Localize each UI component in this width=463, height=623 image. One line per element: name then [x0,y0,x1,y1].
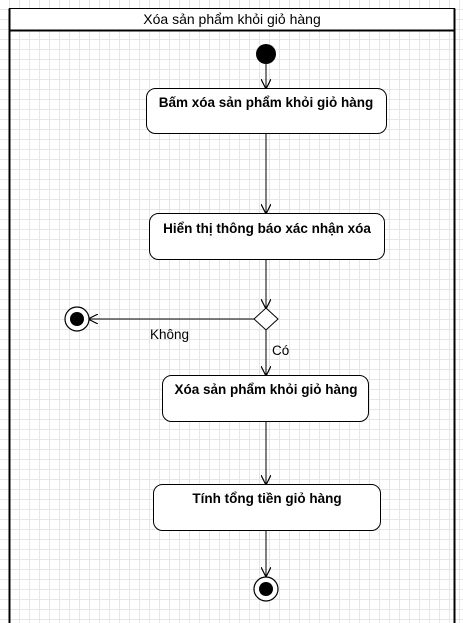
action-delete-product-label: Xóa sản phẩm khỏi giỏ hàng [174,382,357,397]
guard-no: Không [150,327,189,342]
swimlane: Xóa sản phẩm khỏi giỏ hàng [8,8,456,623]
action-calc-total-label: Tính tổng tiền giỏ hàng [192,491,341,506]
guard-yes: Có [272,343,289,358]
initial-node [256,44,276,64]
swimlane-title: Xóa sản phẩm khỏi giỏ hàng [143,11,320,27]
edges [89,64,266,576]
action-delete-product: Xóa sản phẩm khỏi giỏ hàng [162,375,369,422]
action-click-delete: Bấm xóa sản phẩm khỏi giỏ hàng [146,88,387,134]
action-calc-total: Tính tổng tiền giỏ hàng [153,484,381,531]
final-node-end [253,576,279,602]
action-click-delete-label: Bấm xóa sản phẩm khỏi giỏ hàng [159,95,374,110]
action-show-confirm: Hiển thị thông báo xác nhận xóa [149,213,385,260]
final-node-no [64,306,90,332]
action-show-confirm-label: Hiển thị thông báo xác nhận xóa [163,221,371,236]
decision-node [253,307,279,331]
